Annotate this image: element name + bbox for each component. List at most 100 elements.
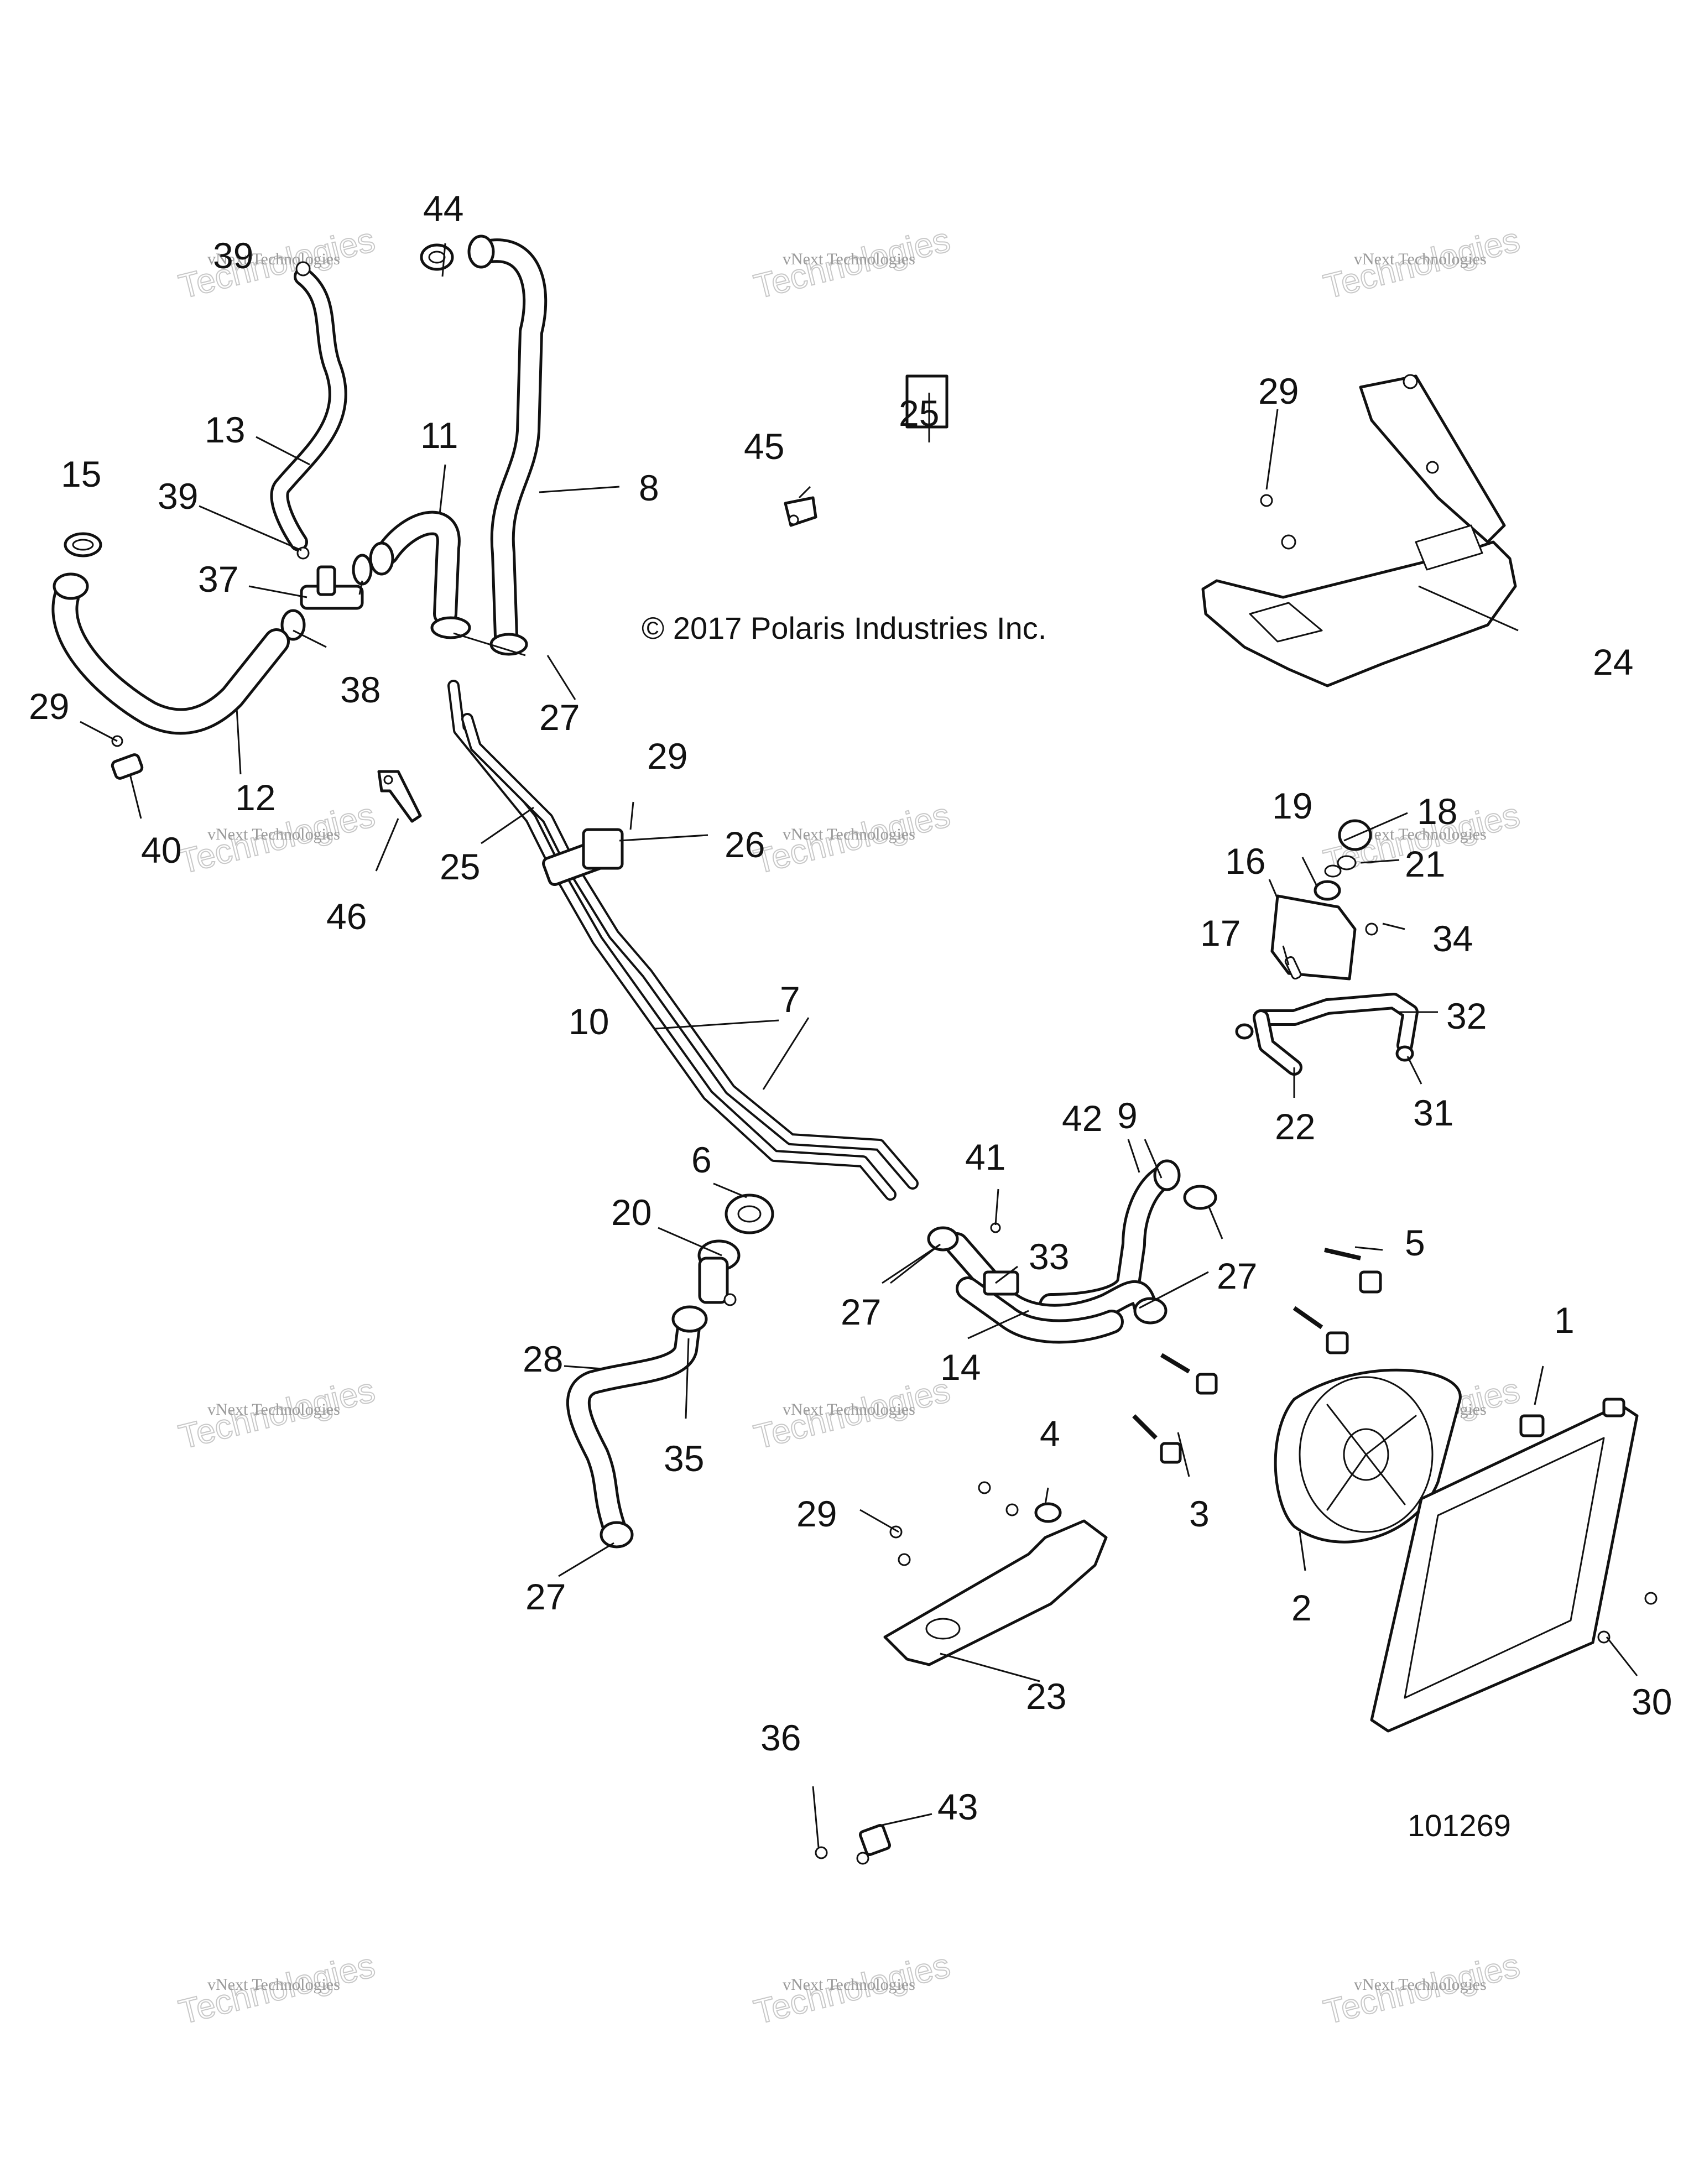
clamp-27 [1133, 1297, 1168, 1325]
part-6-cap [725, 1193, 774, 1234]
callout-29-mid: 29 [647, 736, 687, 776]
watermark-text: vNext Technologies [1354, 825, 1487, 843]
callout-27-top: 27 [539, 697, 580, 738]
screw-29 [898, 1553, 911, 1566]
callout-1: 1 [1554, 1300, 1575, 1341]
part-20-housing [697, 1239, 741, 1306]
part-8-hose [467, 234, 548, 656]
leader-lines [80, 243, 1638, 1848]
callout-13: 13 [205, 409, 245, 450]
callout-21: 21 [1405, 843, 1445, 884]
part-2-fan [1274, 1368, 1462, 1544]
callout-2: 2 [1291, 1587, 1312, 1628]
callout-30: 30 [1632, 1681, 1672, 1722]
callout-22: 22 [1275, 1106, 1315, 1147]
part-45-clip [784, 496, 817, 527]
callout-44: 44 [423, 188, 463, 229]
callout-34: 34 [1432, 918, 1473, 959]
screw-30 [1597, 1630, 1611, 1644]
part-3-bolts [1132, 1353, 1218, 1464]
callout-17: 17 [1200, 913, 1241, 953]
part-1-radiator [1370, 1398, 1658, 1733]
part-24-bracket [1201, 374, 1517, 687]
part-23-bracket [883, 1481, 1108, 1666]
callout-15: 15 [61, 454, 101, 494]
callout-27-mid: 27 [841, 1291, 881, 1332]
callout-11: 11 [420, 415, 458, 456]
callout-32: 32 [1446, 995, 1487, 1036]
part-36-fastener [815, 1846, 828, 1859]
part-35-fitting [671, 1305, 708, 1333]
callouts: 1 2 3 4 5 6 7 8 9 10 11 12 13 14 15 16 1… [29, 188, 1672, 1827]
part-25-label [905, 374, 948, 429]
clamp-27 [430, 616, 471, 639]
callout-46: 46 [326, 896, 367, 937]
screw-29 [1403, 374, 1418, 389]
callout-20: 20 [611, 1192, 652, 1233]
callout-3: 3 [1189, 1493, 1210, 1534]
callout-40: 40 [141, 830, 181, 871]
callout-29-top: 29 [1258, 371, 1299, 411]
callout-18: 18 [1417, 791, 1457, 832]
callout-45: 45 [744, 426, 784, 467]
callout-23: 23 [1026, 1676, 1066, 1717]
callout-10: 10 [569, 1001, 609, 1042]
callout-4: 4 [1040, 1413, 1060, 1454]
part-15-clamp [64, 532, 102, 557]
watermark-text: vNext Technologies [1354, 1975, 1487, 1994]
figure-id: 101269 [1408, 1808, 1511, 1843]
watermark-text: vNext Technologies [783, 1400, 915, 1419]
part-4-grommet [1034, 1502, 1062, 1523]
watermark-text: vNext Technologies [783, 825, 915, 843]
clamp-38 [280, 609, 306, 641]
watermark-layer: Technologies Technologies Technologies T… [175, 220, 1524, 2032]
part-40-clip [111, 735, 144, 780]
part-22-hose [1235, 1009, 1302, 1076]
part-7-10-pipes [447, 680, 919, 1201]
part-33-bracket [983, 1270, 1019, 1296]
clamp-27 [600, 1521, 634, 1549]
callout-31: 31 [1413, 1092, 1453, 1133]
screw-29 [1260, 494, 1273, 507]
callout-41: 41 [965, 1137, 1005, 1177]
clamp-27 [1183, 1185, 1217, 1210]
callout-25: 25 [899, 393, 939, 434]
callout-29-bottom: 29 [796, 1493, 837, 1534]
callout-26: 26 [725, 824, 765, 865]
part-16-tank [1270, 880, 1357, 981]
screw-29 [1005, 1503, 1019, 1516]
screw-29 [1426, 461, 1439, 474]
part-32-hose [1253, 993, 1419, 1062]
watermark-text: vNext Technologies [783, 250, 915, 268]
callout-28: 28 [523, 1338, 563, 1379]
part-12-hose [51, 572, 290, 735]
part-14-hose [927, 1222, 1168, 1344]
clamp-39-top [295, 261, 311, 277]
callout-7: 7 [780, 979, 800, 1020]
callout-8: 8 [639, 467, 659, 508]
part-17-fitting [1284, 956, 1302, 980]
callout-14: 14 [940, 1347, 981, 1388]
callout-42: 42 [1062, 1098, 1102, 1139]
watermark-text: vNext Technologies [207, 250, 340, 268]
screw-29 [1281, 534, 1296, 550]
part-21-oring [1337, 855, 1357, 871]
callout-6: 6 [691, 1139, 712, 1180]
clamp-27 [927, 1226, 959, 1252]
callout-27-bottom: 27 [525, 1576, 566, 1617]
callout-19: 19 [1272, 785, 1312, 826]
callout-39-lower: 39 [158, 476, 198, 517]
callout-43: 43 [937, 1786, 978, 1827]
part-34-screw [1365, 922, 1378, 936]
part-46-bracket [377, 770, 422, 823]
callout-36: 36 [760, 1717, 801, 1758]
clamp-38 [352, 554, 373, 586]
part-44-clamp [420, 243, 454, 271]
part-31-clamp [1395, 1045, 1414, 1062]
callout-5: 5 [1405, 1222, 1425, 1263]
part-37-tee [280, 565, 364, 641]
clamp-27 [489, 633, 528, 656]
part-5-bolts [1293, 1248, 1382, 1354]
callout-39-top: 39 [213, 235, 253, 276]
